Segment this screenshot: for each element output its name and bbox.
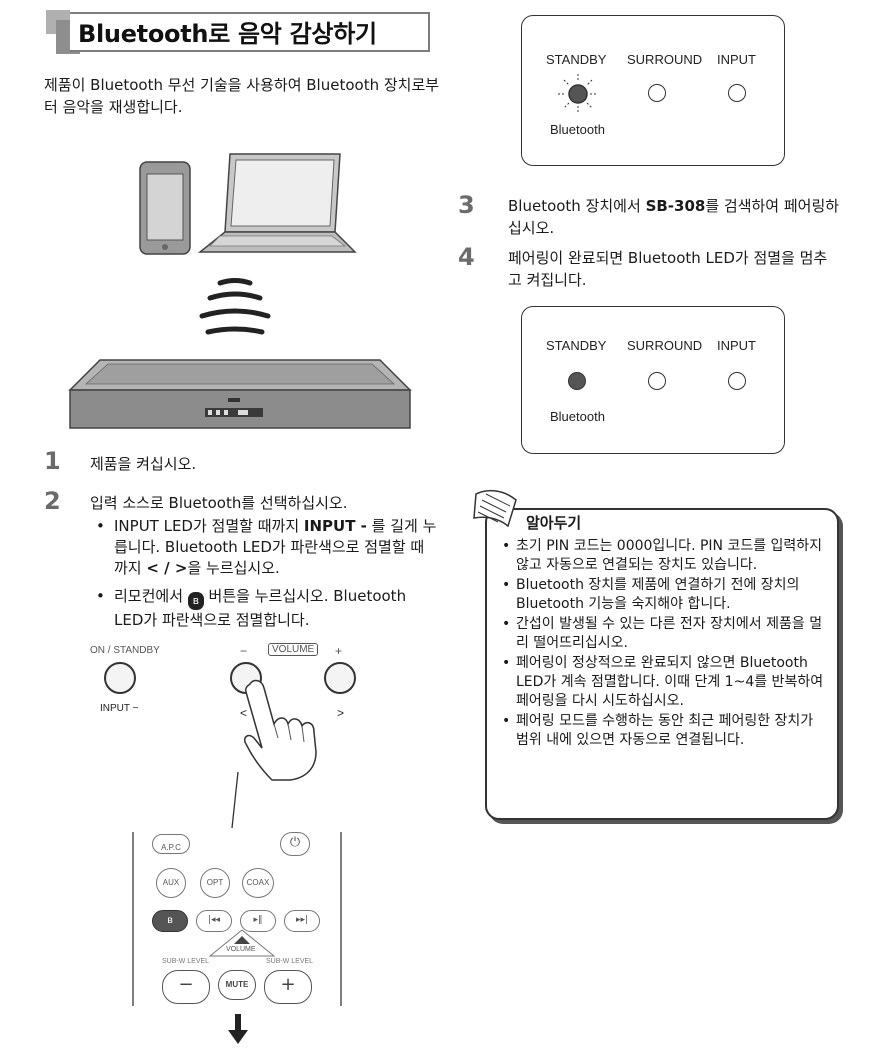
note-pencil-icon (473, 489, 517, 528)
mute-button[interactable]: MUTE (218, 970, 256, 1000)
bullet-text: 리모컨에서 (114, 587, 188, 605)
remote-body-outline (132, 832, 342, 1006)
prev-next-keys: < / > (146, 559, 188, 577)
intro-text: 제품이 Bluetooth 무선 기술을 사용하여 Bluetooth 장치로부… (44, 76, 440, 116)
play-pause-icon: ▸‖ (253, 915, 263, 925)
input-minus-key: INPUT - (303, 517, 367, 535)
down-arrow-icon (228, 1014, 248, 1044)
aux-label: AUX (162, 878, 180, 887)
device-name: SB-308 (645, 197, 706, 215)
input-label: INPUT (717, 52, 756, 67)
note-item: •페어링이 정상적으로 완료되지 않으면 Bluetooth LED가 계속 점… (502, 655, 824, 709)
input-minus-label: INPUT − (100, 703, 139, 714)
note-title: 알아두기 (526, 514, 582, 532)
volume-up-button[interactable] (324, 662, 356, 694)
step-2-bullet-1: •INPUT LED가 점멸할 때까지 INPUT - 를 길게 누릅니다. B… (96, 517, 437, 577)
input-led-2 (728, 372, 746, 390)
coax-label: COAX (246, 878, 270, 887)
subw-level-down-button[interactable]: − (162, 970, 210, 1004)
remote-control: A.P.C ⏻ AUX OPT COAX ʙ |◂◂ ▸‖ ▸▸| VOLUME… (132, 832, 342, 1006)
bullet-text: 을 누르십시오. (187, 559, 280, 577)
subw-level-up-button[interactable]: + (264, 970, 312, 1004)
title-box (70, 12, 430, 52)
input-label-2: INPUT (717, 338, 756, 353)
step-3-number: 3 (458, 191, 475, 219)
subw-level-right-label: SUB-W LEVEL (266, 958, 314, 965)
bullet-text: 를 길게 누릅니다. Bluetooth LED가 파란색으로 점멸할 때까지 (114, 517, 437, 577)
apc-button[interactable]: A.P.C (152, 834, 190, 854)
soundbar-icon (68, 359, 412, 429)
on-standby-button[interactable] (104, 662, 136, 694)
note-item-text: 초기 PIN 코드는 0000입니다. PIN 코드를 입력하지 않고 자동으로… (516, 538, 823, 573)
mute-label: MUTE (225, 980, 249, 989)
bullet-text: 버튼을 누르십시오. Bluetooth LED가 파란색으로 점멸합니다. (114, 587, 407, 629)
prev-label: < (240, 706, 248, 720)
bullet-text: INPUT LED가 점멸할 때까지 (114, 517, 304, 535)
page-title: Bluetooth로 음악 감상하기 (78, 20, 377, 48)
step-1-text: 제품을 켜십시오. (90, 455, 197, 473)
note-item-text: Bluetooth 장치를 제품에 연결하기 전에 장치의 Bluetooth … (516, 577, 800, 612)
volume-minus-label: − (240, 644, 248, 658)
play-pause-button[interactable]: ▸‖ (240, 910, 276, 932)
step-3-text-pre: Bluetooth 장치에서 (508, 197, 646, 215)
next-track-button[interactable]: ▸▸| (284, 910, 320, 932)
note-item-text: 페어링이 정상적으로 완료되지 않으면 Bluetooth LED가 계속 점멸… (516, 655, 824, 709)
power-icon: ⏻ (289, 835, 301, 850)
step-4-text: 페어링이 완료되면 Bluetooth LED가 점멸을 멈추고 켜집니다. (508, 249, 828, 289)
skip-forward-icon: ▸▸| (295, 915, 309, 925)
volume-label: VOLUME (268, 643, 319, 656)
remote-volume-label: VOLUME (226, 946, 256, 953)
step-2-text: 입력 소스로 Bluetooth를 선택하십시오. (90, 494, 348, 512)
note-item: •초기 PIN 코드는 0000입니다. PIN 코드를 입력하지 않고 자동으… (502, 538, 823, 573)
opt-label: OPT (206, 878, 224, 887)
skip-back-icon: |◂◂ (207, 915, 221, 925)
step-1-number: 1 (44, 447, 61, 475)
subw-level-left-label: SUB-W LEVEL (162, 958, 210, 965)
next-label: > (337, 706, 345, 720)
note-box (485, 508, 839, 820)
bluetooth-icon: ʙ (167, 915, 173, 926)
bluetooth-button-icon: ʙ (187, 592, 204, 610)
opt-button[interactable]: OPT (200, 868, 230, 898)
bluetooth-led-on (568, 372, 586, 390)
bluetooth-label: Bluetooth (550, 122, 605, 137)
smartphone-icon (139, 161, 191, 255)
apc-label: A.P.C (161, 843, 181, 852)
minus-icon: − (178, 974, 194, 995)
aux-button[interactable]: AUX (156, 868, 186, 898)
bluetooth-label-2: Bluetooth (550, 409, 605, 424)
surround-label-2: SURROUND (627, 338, 703, 353)
standby-label-2: STANDBY (546, 338, 607, 353)
surround-label: SURROUND (627, 52, 703, 67)
surround-led (648, 84, 666, 102)
connector-line (231, 771, 239, 829)
bluetooth-devices-illustration (68, 153, 412, 429)
plus-icon: + (280, 974, 296, 995)
pressing-hand-icon (243, 679, 317, 781)
on-standby-label: ON / STANDBY (90, 645, 160, 656)
wireless-waves-icon (199, 278, 271, 335)
note-item-text: 페어링 모드를 수행하는 동안 최근 페어링한 장치가 범위 내에 있으면 자동… (516, 713, 814, 748)
bluetooth-remote-button[interactable]: ʙ (152, 910, 188, 932)
power-button[interactable]: ⏻ (280, 832, 310, 856)
step-4-number: 4 (458, 243, 475, 271)
note-item: •페어링 모드를 수행하는 동안 최근 페어링한 장치가 범위 내에 있으면 자… (502, 713, 814, 748)
note-item-text: 간섭이 발생될 수 있는 다른 전자 장치에서 제품을 멀리 떨어뜨리십시오. (516, 616, 823, 651)
note-item: •간섭이 발생될 수 있는 다른 전자 장치에서 제품을 멀리 떨어뜨리십시오. (502, 616, 823, 651)
bluetooth-led-blinking-icon (558, 74, 598, 114)
step-3-text-post: 를 검색하여 페어링하십시오. (508, 197, 840, 237)
note-item: •Bluetooth 장치를 제품에 연결하기 전에 장치의 Bluetooth… (502, 577, 800, 612)
laptop-icon (197, 153, 357, 253)
step-2-bullet-2: •리모컨에서 ʙ 버튼을 누르십시오. Bluetooth LED가 파란색으로… (96, 587, 407, 629)
coax-button[interactable]: COAX (242, 868, 274, 898)
note-list: •초기 PIN 코드는 0000입니다. PIN 코드를 입력하지 않고 자동으… (498, 537, 828, 751)
step-3-text: Bluetooth 장치에서 SB-308를 검색하여 페어링하십시오. (508, 195, 846, 239)
input-led (728, 84, 746, 102)
volume-plus-label: + (335, 644, 343, 658)
standby-label: STANDBY (546, 52, 607, 67)
previous-track-button[interactable]: |◂◂ (196, 910, 232, 932)
step-2-bullets: •INPUT LED가 점멸할 때까지 INPUT - 를 길게 누릅니다. B… (92, 516, 437, 631)
surround-led-2 (648, 372, 666, 390)
step-2-number: 2 (44, 487, 61, 515)
